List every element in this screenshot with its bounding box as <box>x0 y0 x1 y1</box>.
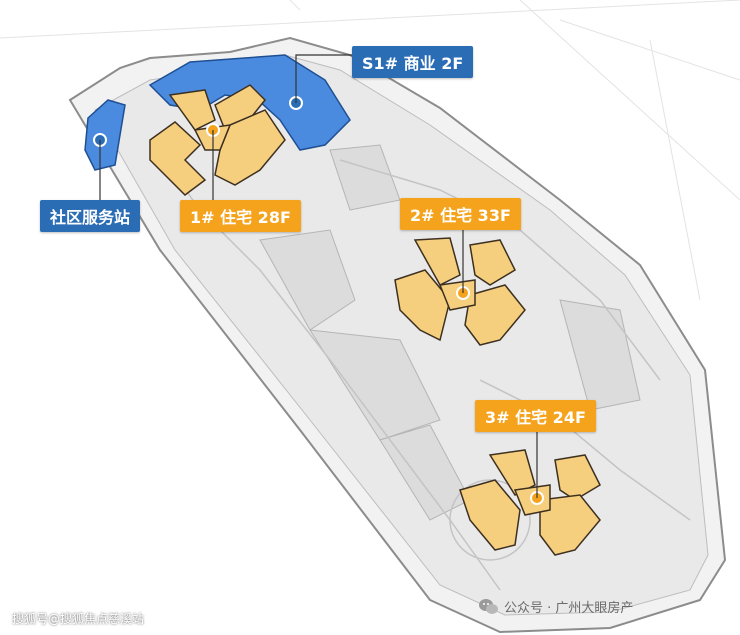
leader-lines <box>99 54 538 498</box>
sohu-watermark: 搜狐号@搜狐焦点慈溪站 <box>12 612 145 626</box>
community-service-building <box>84 99 126 171</box>
building-3-label: 3# 住宅 24F <box>475 400 596 432</box>
wechat-icon <box>479 598 498 614</box>
s1-commercial-label: S1# 商业 2F <box>352 46 474 78</box>
building-2-label: 2# 住宅 33F <box>400 198 521 230</box>
wechat-watermark: 公众号 · 广州大眼房产 <box>478 597 633 616</box>
podium-structures <box>259 144 641 521</box>
community-service-label: 社区服务站 <box>40 200 141 232</box>
building-1-label: 1# 住宅 28F <box>180 200 301 232</box>
building-3 <box>459 449 601 556</box>
context-lines <box>0 0 740 301</box>
wechat-watermark-text: 公众号 · 广州大眼房产 <box>504 601 634 616</box>
